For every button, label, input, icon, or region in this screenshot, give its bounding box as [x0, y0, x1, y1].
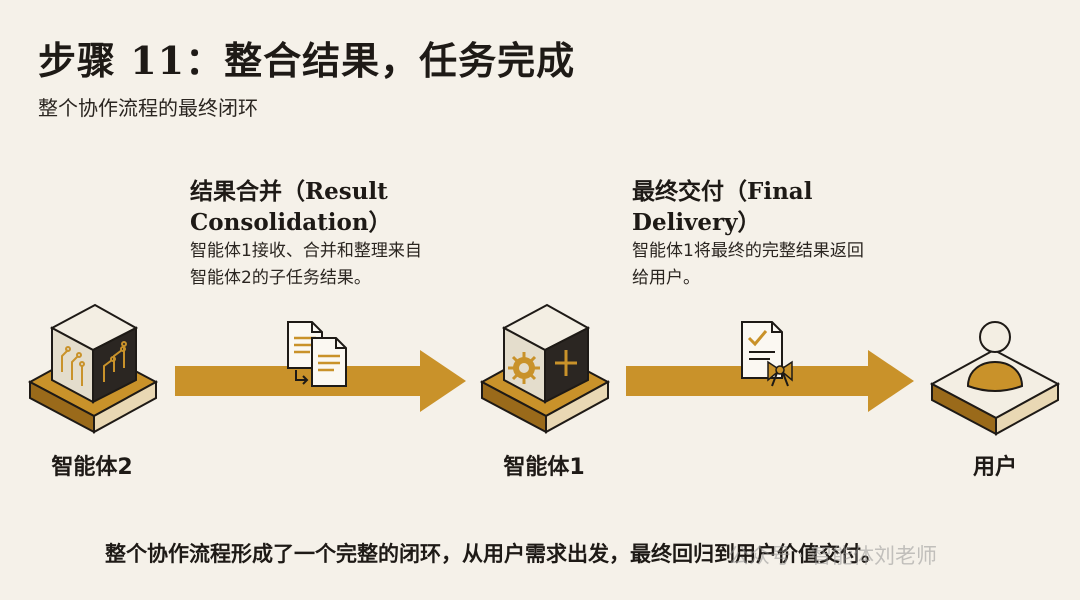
watermark: 公众号 · 智能体刘老师 — [728, 540, 937, 570]
user-label: 用户 — [915, 449, 1075, 481]
